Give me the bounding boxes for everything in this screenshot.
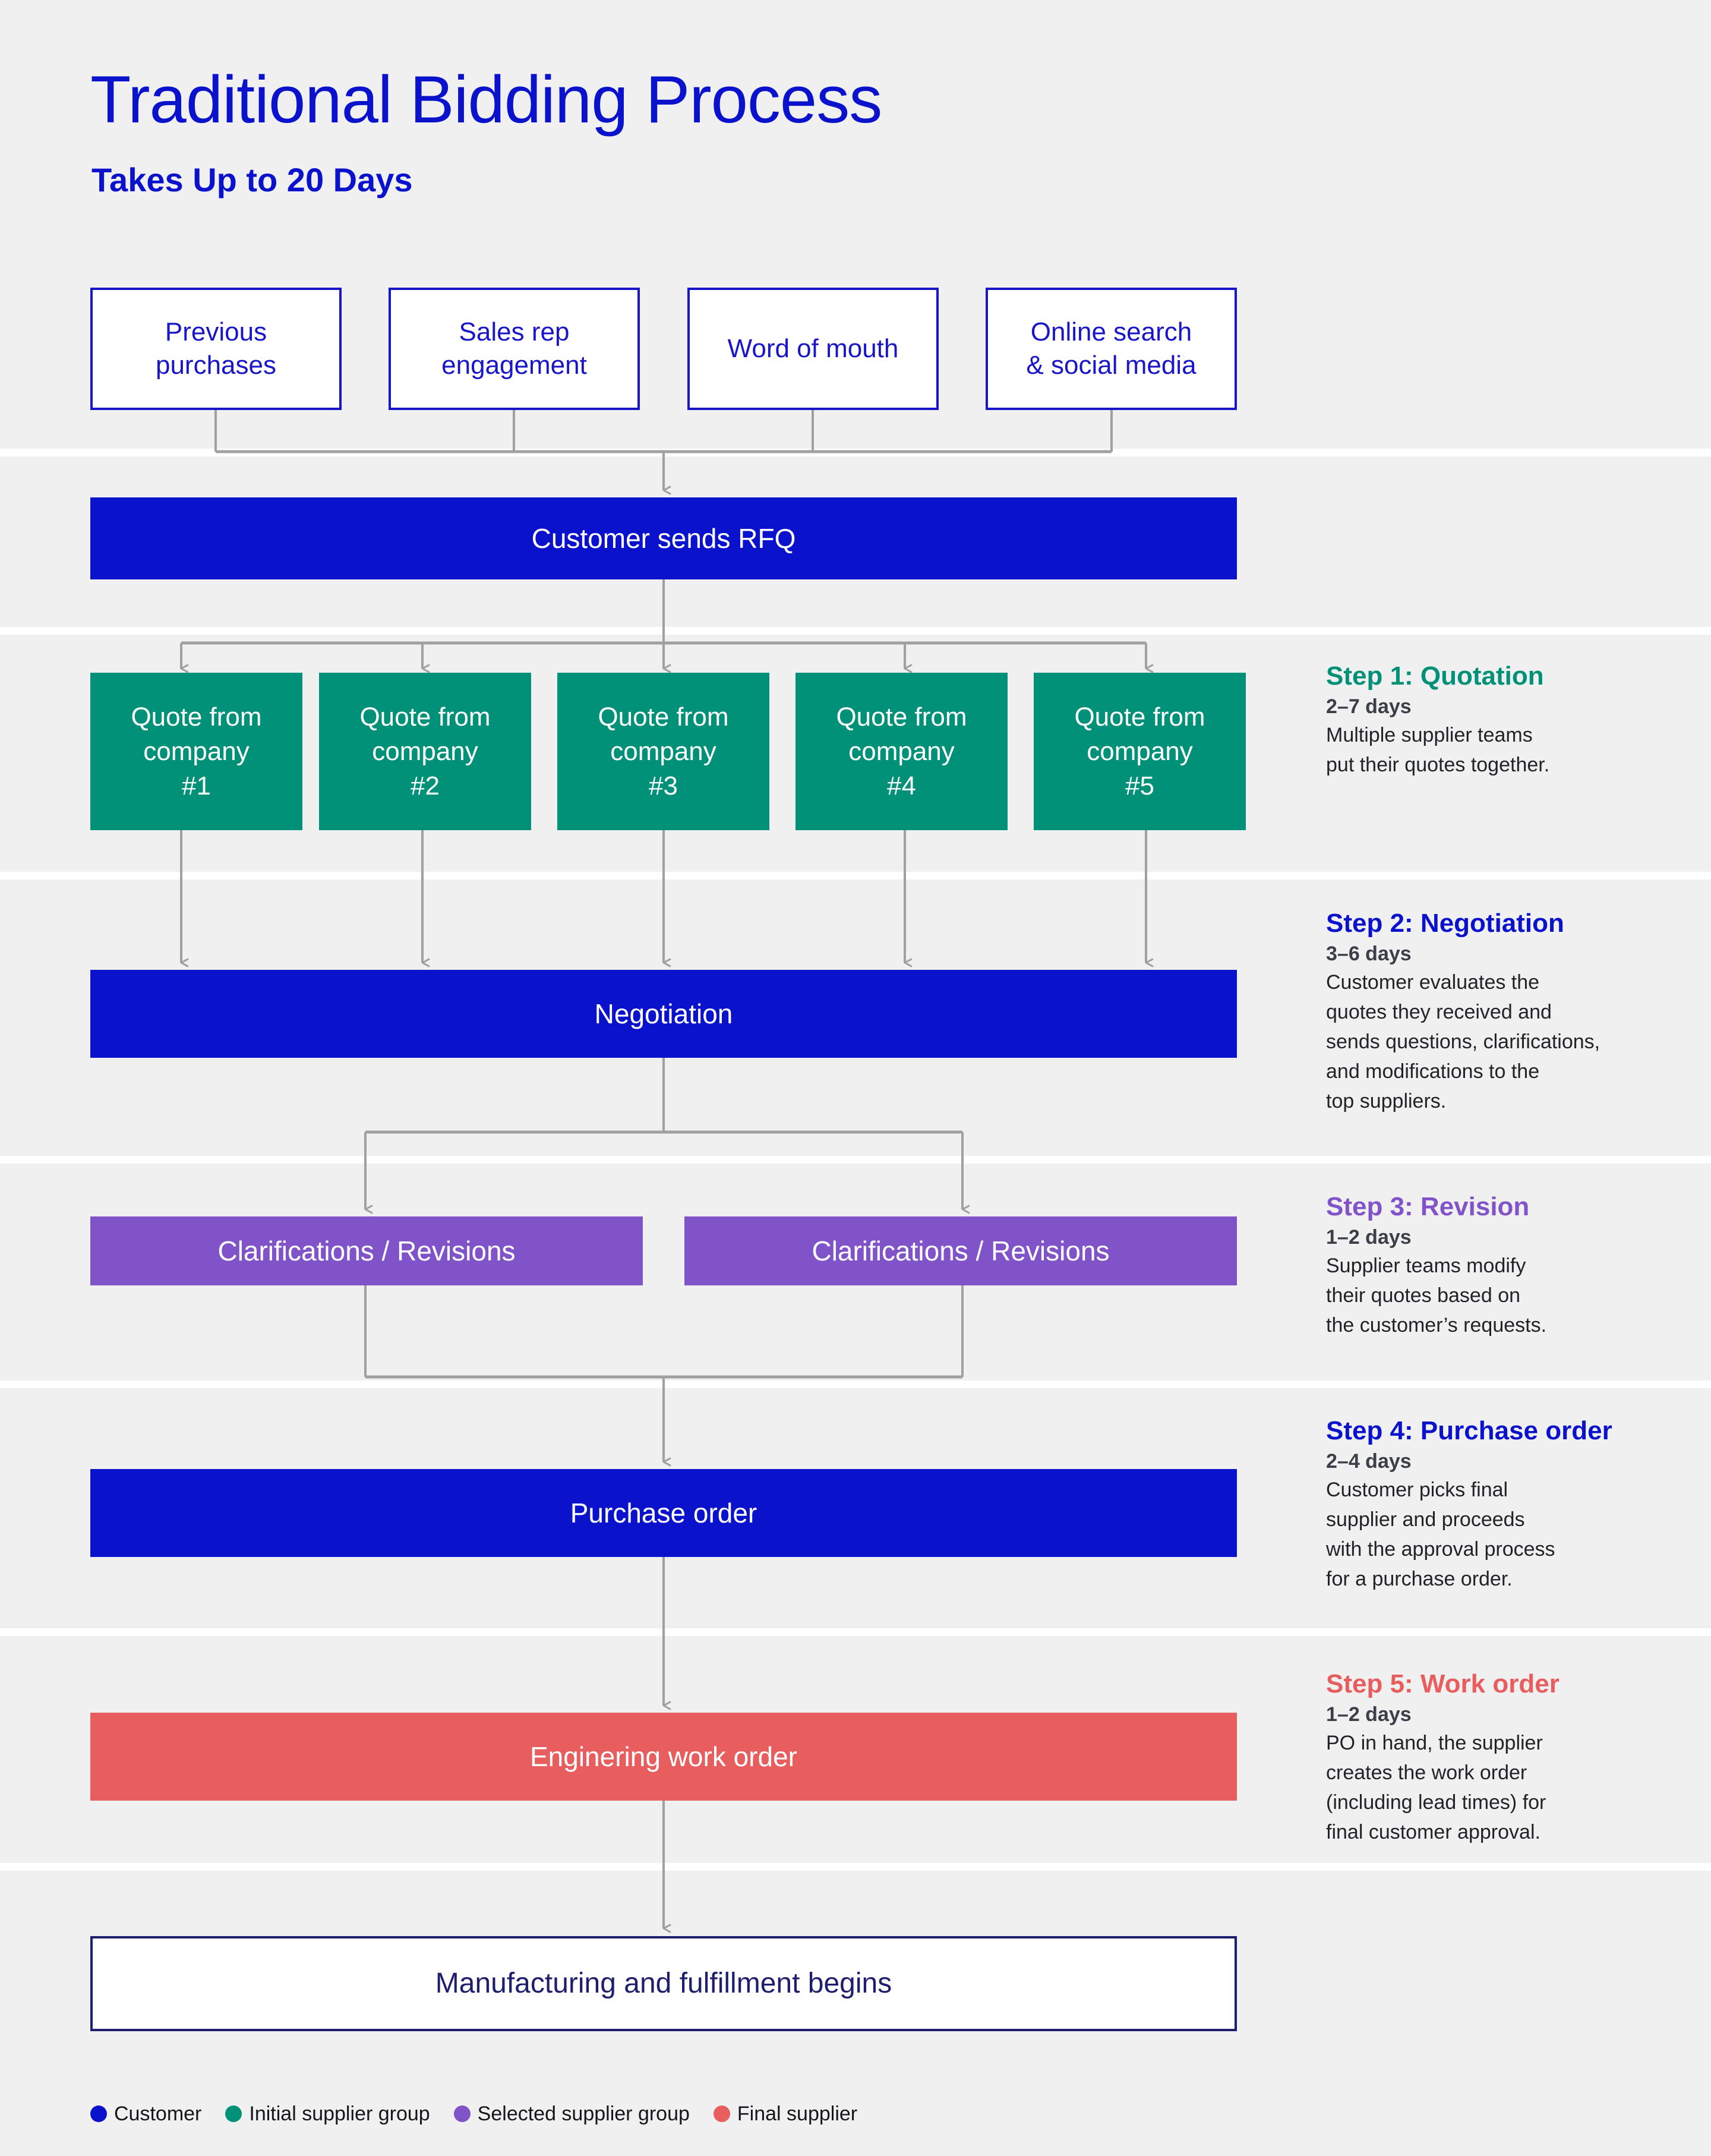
legend-item-selected-supplier-group: Selected supplier group [453, 2103, 690, 2125]
step-duration: 2–7 days [1326, 695, 1412, 718]
flow-node-rfq[interactable]: Customer sends RFQ [90, 497, 1237, 579]
legend: Customer Initial supplier group Selected… [90, 2104, 881, 2124]
source-box-label: Word of mouth [727, 334, 899, 363]
source-box-label: Sales rep engagement [441, 317, 587, 380]
flow-node-quote-5[interactable]: Quote from company #5 [1034, 673, 1246, 830]
step-body: Customer picks final supplier and procee… [1326, 1479, 1555, 1590]
flow-node-label: Negotiation [594, 998, 733, 1029]
flow-node-label: Quote from company #1 [131, 702, 262, 800]
legend-label: Customer [114, 2103, 202, 2125]
flow-node-work-order[interactable]: Enginering work order [90, 1713, 1237, 1801]
step-duration: 2–4 days [1326, 1450, 1412, 1473]
legend-dot-icon [713, 2105, 730, 2122]
step-duration: 1–2 days [1326, 1703, 1412, 1726]
source-box-word-of-mouth[interactable]: Word of mouth [687, 288, 939, 410]
source-box-previous-purchases[interactable]: Previous purchases [90, 288, 342, 410]
step-body: Supplier teams modify their quotes based… [1326, 1254, 1547, 1337]
legend-item-final-supplier: Final supplier [713, 2103, 858, 2125]
step-note-2: Step 2: Negotiation 3–6 days Customer ev… [1326, 908, 1694, 1116]
legend-label: Final supplier [737, 2103, 858, 2125]
source-box-online-search[interactable]: Online search & social media [986, 288, 1237, 410]
step-heading: Step 5: Work order [1326, 1669, 1560, 1698]
band-separator-1 [0, 449, 1711, 456]
legend-item-initial-supplier-group: Initial supplier group [225, 2104, 430, 2124]
page-subtitle: Takes Up to 20 Days [91, 161, 413, 198]
step-duration: 3–6 days [1326, 943, 1412, 965]
flow-node-quote-1[interactable]: Quote from company #1 [90, 673, 302, 830]
source-box-label: Previous purchases [155, 317, 276, 380]
flow-node-revision-2[interactable]: Clarifications / Revisions [684, 1216, 1237, 1285]
legend-dot-icon [225, 2105, 242, 2122]
legend-dot-icon [453, 2105, 471, 2122]
flow-node-label: Clarifications / Revisions [812, 1235, 1110, 1266]
step-body: Customer evaluates the quotes they recei… [1326, 971, 1600, 1112]
flow-node-label: Purchase order [570, 1498, 757, 1528]
step-note-4: Step 4: Purchase order 2–4 days Customer… [1326, 1416, 1694, 1594]
legend-item-customer: Customer [90, 2104, 201, 2124]
flow-node-quote-3[interactable]: Quote from company #3 [557, 673, 769, 830]
flow-node-revision-1[interactable]: Clarifications / Revisions [90, 1216, 643, 1285]
legend-label: Selected supplier group [477, 2103, 690, 2125]
flow-node-label: Customer sends RFQ [531, 523, 796, 554]
step-note-1: Step 1: Quotation 2–7 days Multiple supp… [1326, 661, 1694, 780]
flow-node-label: Quote from company #3 [598, 702, 729, 800]
step-note-3: Step 3: Revision 1–2 days Supplier teams… [1326, 1192, 1694, 1340]
step-duration: 1–2 days [1326, 1226, 1412, 1249]
band-separator-3 [0, 872, 1711, 880]
band-separator-2 [0, 627, 1711, 635]
flow-node-manufacturing[interactable]: Manufacturing and fulfillment begins [90, 1936, 1237, 2031]
flow-node-label: Quote from company #4 [836, 702, 967, 800]
step-body: Multiple supplier teams put their quotes… [1326, 724, 1550, 776]
step-note-5: Step 5: Work order 1–2 days PO in hand, … [1326, 1669, 1694, 1847]
band-separator-4 [0, 1156, 1711, 1164]
legend-dot-icon [90, 2105, 107, 2122]
flow-node-negotiation[interactable]: Negotiation [90, 970, 1237, 1058]
legend-label: Initial supplier group [249, 2103, 430, 2125]
source-box-label: Online search & social media [1026, 317, 1197, 380]
step-body: PO in hand, the supplier creates the wor… [1326, 1732, 1546, 1843]
flow-node-label: Manufacturing and fulfillment begins [435, 1968, 892, 1999]
flow-node-label: Quote from company #2 [359, 702, 491, 800]
page-title: Traditional Bidding Process [90, 62, 882, 137]
flow-node-quote-2[interactable]: Quote from company #2 [319, 673, 531, 830]
flow-node-label: Enginering work order [529, 1741, 797, 1772]
flow-node-purchase-order[interactable]: Purchase order [90, 1469, 1237, 1557]
step-heading: Step 2: Negotiation [1326, 909, 1564, 938]
band-separator-5 [0, 1380, 1711, 1388]
band-separator-7 [0, 1863, 1711, 1871]
step-heading: Step 3: Revision [1326, 1192, 1530, 1221]
step-heading: Step 1: Quotation [1326, 661, 1544, 691]
flow-node-label: Quote from company #5 [1074, 702, 1205, 800]
step-heading: Step 4: Purchase order [1326, 1416, 1612, 1445]
band-separator-6 [0, 1628, 1711, 1636]
flow-node-quote-4[interactable]: Quote from company #4 [795, 673, 1008, 830]
flow-node-label: Clarifications / Revisions [217, 1235, 516, 1266]
source-box-sales-rep[interactable]: Sales rep engagement [389, 288, 640, 410]
